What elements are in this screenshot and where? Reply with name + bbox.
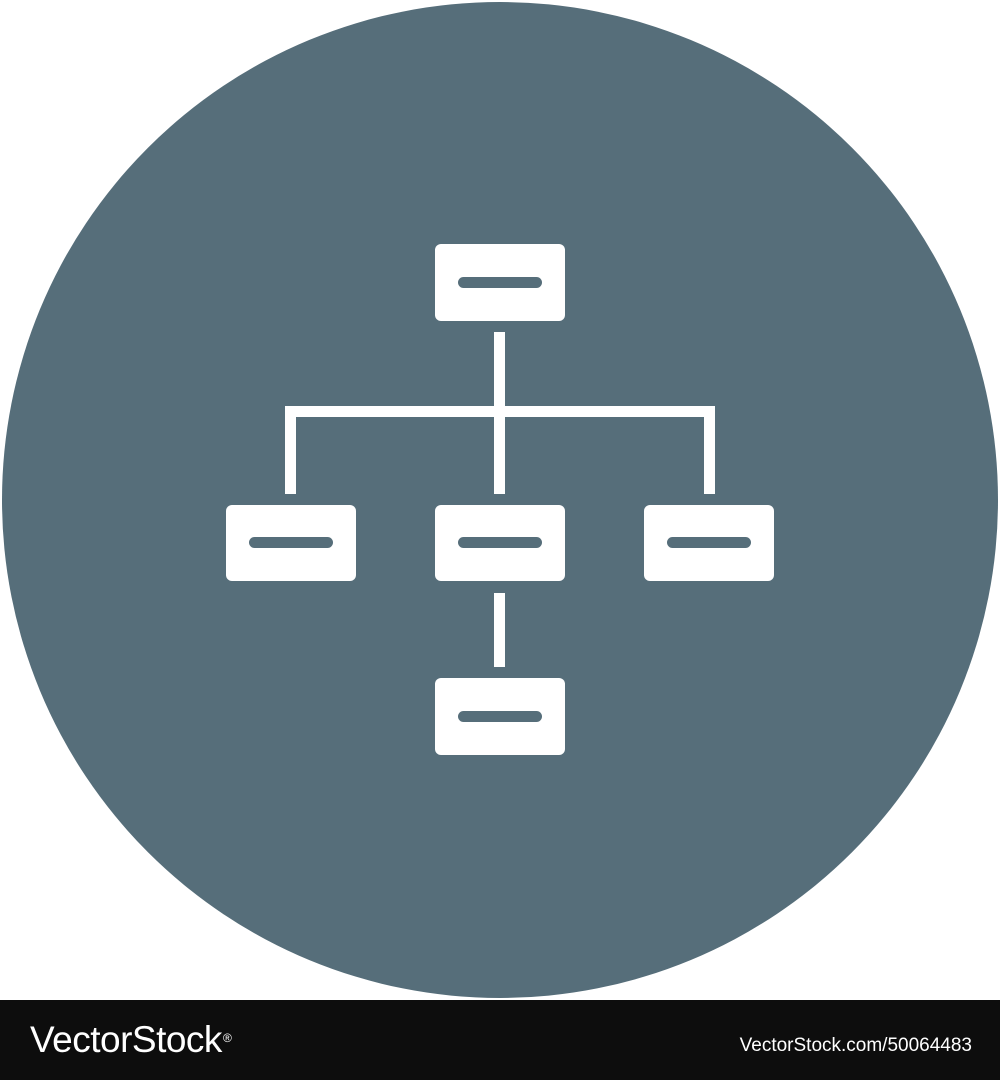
node-middle-center-bar xyxy=(458,537,542,548)
node-middle-left xyxy=(226,505,356,581)
hierarchy-structure-icon xyxy=(285,332,715,667)
image-id-text: VectorStock.com/50064483 xyxy=(739,1035,972,1056)
watermark-footer: VectorStock® VectorStock.com/50064483 xyxy=(0,1000,1000,1080)
node-bottom xyxy=(435,678,565,755)
org-chart-illustration xyxy=(2,2,998,998)
connector-bottom-vertical xyxy=(494,593,505,667)
brand-name: VectorStock xyxy=(30,1019,222,1060)
node-middle-center xyxy=(435,505,565,581)
node-bottom-bar xyxy=(458,711,542,722)
registered-mark: ® xyxy=(222,1031,232,1045)
node-top-bar xyxy=(458,277,542,288)
vectorstock-logo: VectorStock® xyxy=(30,1019,232,1060)
connector-right-vertical xyxy=(704,406,715,494)
connector-left-vertical xyxy=(285,406,296,494)
node-middle-left-bar xyxy=(249,537,333,548)
node-top xyxy=(435,244,565,321)
node-middle-right-bar xyxy=(667,537,751,548)
background-circle xyxy=(2,2,998,998)
connector-horizontal xyxy=(285,406,715,417)
node-middle-right xyxy=(644,505,774,581)
